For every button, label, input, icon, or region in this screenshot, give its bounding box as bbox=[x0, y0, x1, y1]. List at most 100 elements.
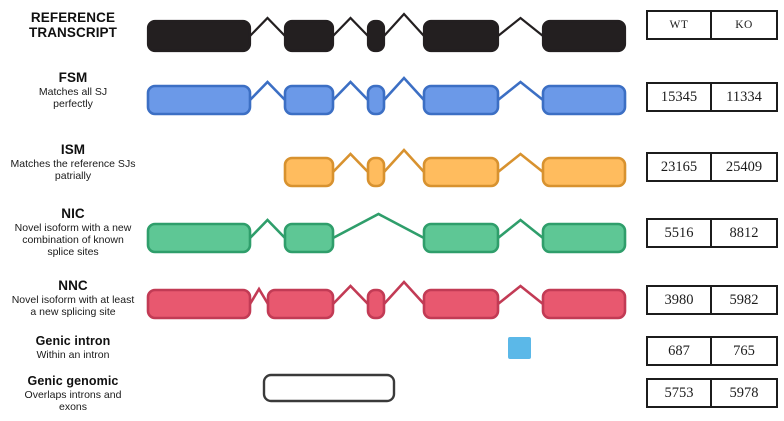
intron-junction bbox=[383, 148, 425, 173]
category-name-nnc: NNC bbox=[0, 278, 146, 293]
intron-junction bbox=[332, 212, 425, 240]
transcript-track-nic bbox=[146, 200, 638, 270]
category-name-ism: ISM bbox=[0, 142, 146, 157]
count-cell: 5982 bbox=[729, 291, 759, 308]
exon-box bbox=[266, 288, 335, 320]
category-name-genic-intron: Genic intron bbox=[0, 334, 146, 348]
category-name-line: Genic intron bbox=[35, 334, 111, 348]
table-header-ko: KO bbox=[735, 19, 753, 31]
transcript-track-ism bbox=[146, 134, 638, 204]
intron-junction bbox=[383, 12, 425, 37]
exon-box bbox=[422, 84, 500, 116]
category-name-line: NNC bbox=[58, 278, 88, 293]
exon-box bbox=[146, 84, 252, 116]
intron-junction bbox=[248, 286, 270, 305]
table-header-wt: WT bbox=[648, 12, 712, 38]
category-description-line: Novel isoform with a new bbox=[14, 222, 132, 235]
intron-junction bbox=[497, 16, 544, 37]
exon-box bbox=[146, 19, 252, 53]
exon-box bbox=[541, 84, 627, 116]
transcript-track-reference-transcript bbox=[146, 0, 638, 62]
exon-box bbox=[541, 222, 627, 254]
exon-box bbox=[541, 19, 627, 53]
intron-junction bbox=[497, 218, 544, 240]
category-name-genic-genomic: Genic genomic bbox=[0, 374, 146, 388]
count-cell: 15345 bbox=[648, 84, 712, 110]
category-description-genic-intron: Within an intron bbox=[0, 349, 146, 361]
category-description-line: Matches the reference SJs bbox=[10, 158, 136, 171]
exon-box bbox=[366, 19, 386, 53]
intron-junction bbox=[332, 152, 369, 173]
category-description-line: exons bbox=[58, 401, 88, 414]
category-description-line: Within an intron bbox=[36, 349, 110, 361]
category-description-line: perfectly bbox=[53, 98, 93, 111]
exon-box bbox=[262, 373, 396, 403]
category-name-line: ISM bbox=[60, 142, 86, 157]
exon-box bbox=[422, 156, 500, 188]
exon-box bbox=[283, 222, 335, 254]
category-description-line: patrially bbox=[54, 170, 92, 183]
transcript-structure-genic-genomic bbox=[262, 373, 396, 403]
exon-box bbox=[541, 288, 627, 320]
category-name-line: Genic genomic bbox=[27, 374, 119, 388]
transcript-track-nnc bbox=[146, 266, 638, 332]
exon-box bbox=[422, 222, 500, 254]
count-cell: 5978 bbox=[729, 384, 759, 401]
count-cell: 765 bbox=[733, 342, 755, 359]
count-table-genic-intron: 687 765 bbox=[646, 336, 778, 366]
category-name-line: NIC bbox=[61, 206, 85, 221]
exon-box bbox=[541, 156, 627, 188]
transcript-track-genic-intron bbox=[146, 330, 638, 370]
category-name-nic: NIC bbox=[0, 206, 146, 221]
category-description-line: Matches all SJ bbox=[38, 86, 108, 99]
intron-junction bbox=[497, 80, 544, 102]
category-description-line: splice sites bbox=[47, 246, 99, 259]
transcript-structure-nnc bbox=[146, 280, 627, 320]
count-cell: 11334 bbox=[726, 88, 762, 105]
transcript-track-genic-genomic bbox=[146, 370, 638, 416]
category-description-line: combination of known bbox=[22, 234, 124, 247]
intron-junction bbox=[332, 284, 369, 305]
category-description-line: Novel isoform with at least bbox=[11, 294, 135, 307]
category-name-line: REFERENCE bbox=[30, 10, 116, 25]
count-table-ism: 23165 25409 bbox=[646, 152, 778, 182]
exon-box bbox=[422, 288, 500, 320]
intron-junction bbox=[497, 284, 544, 306]
category-description-line: Overlaps introns and bbox=[24, 389, 122, 401]
category-name-line: TRANSCRIPT bbox=[29, 25, 117, 41]
intron-junction bbox=[249, 80, 286, 101]
count-cell: 23165 bbox=[648, 154, 712, 180]
intron-junction bbox=[249, 218, 286, 239]
intron-junction bbox=[497, 152, 544, 174]
category-description-line: a new splicing site bbox=[30, 306, 116, 319]
transcript-structure-nic bbox=[146, 212, 627, 254]
count-table-reference-transcript: WT KO bbox=[646, 10, 778, 40]
transcript-track-fsm bbox=[146, 62, 638, 132]
count-cell: 25409 bbox=[725, 158, 763, 175]
exon-box bbox=[422, 19, 500, 53]
exon-box bbox=[283, 19, 335, 53]
intron-junction bbox=[249, 16, 286, 37]
count-table-fsm: 15345 11334 bbox=[646, 82, 778, 112]
count-cell: 687 bbox=[648, 338, 712, 364]
exon-box bbox=[366, 84, 386, 116]
exon-box bbox=[283, 156, 335, 188]
transcript-structure-ism bbox=[283, 148, 627, 188]
exon-box bbox=[146, 222, 252, 254]
exon-box bbox=[366, 288, 386, 320]
